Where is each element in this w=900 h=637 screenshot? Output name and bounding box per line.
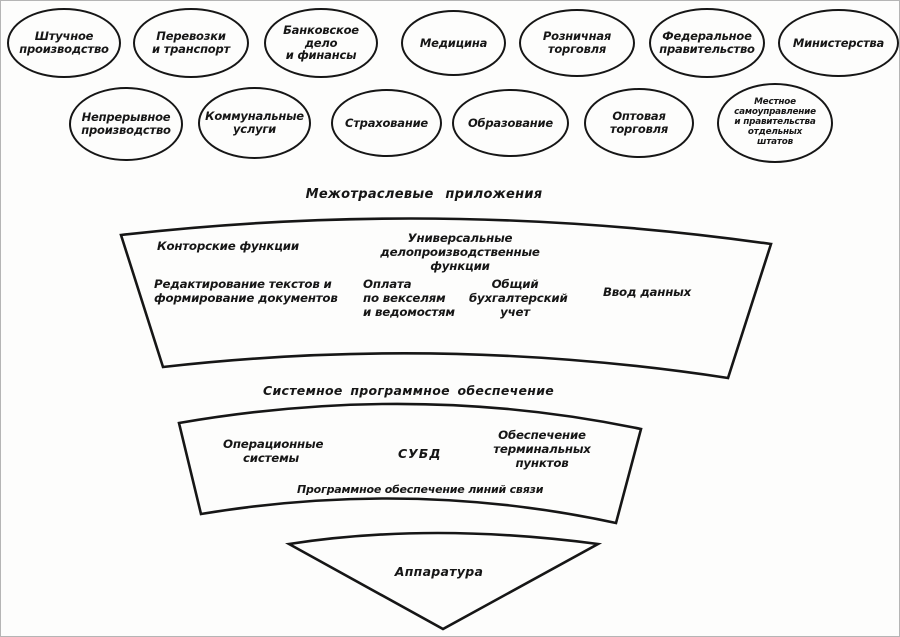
hardware-layer-title: Аппаратура <box>394 564 484 579</box>
industry-ellipse-ministries: Министерства <box>778 9 899 77</box>
hardware-layer-shape <box>285 531 603 631</box>
industry-label: Министерства <box>792 35 885 50</box>
system-item-comm-lines-software: Программное обеспечение линий связи <box>297 483 544 496</box>
industry-ellipse-medicine: Медицина <box>401 10 506 76</box>
system-item-dbms: СУБД <box>398 446 442 461</box>
applications-item-data-entry: Ввод данных <box>603 285 692 299</box>
industry-label: Страхование <box>344 115 429 130</box>
industry-label: Образование <box>467 115 554 130</box>
applications-layer-shape <box>119 217 773 380</box>
industry-ellipse-education: Образование <box>452 89 569 157</box>
system-software-layer-shape <box>177 402 643 525</box>
applications-layer-title: Межотраслевые приложения <box>305 187 543 202</box>
applications-item-office-functions: Конторские функции <box>157 239 299 253</box>
system-software-layer-title: Системное программное обеспечение <box>263 383 555 398</box>
industry-ellipse-insurance: Страхование <box>331 89 442 157</box>
industry-label: Медицина <box>419 35 488 50</box>
